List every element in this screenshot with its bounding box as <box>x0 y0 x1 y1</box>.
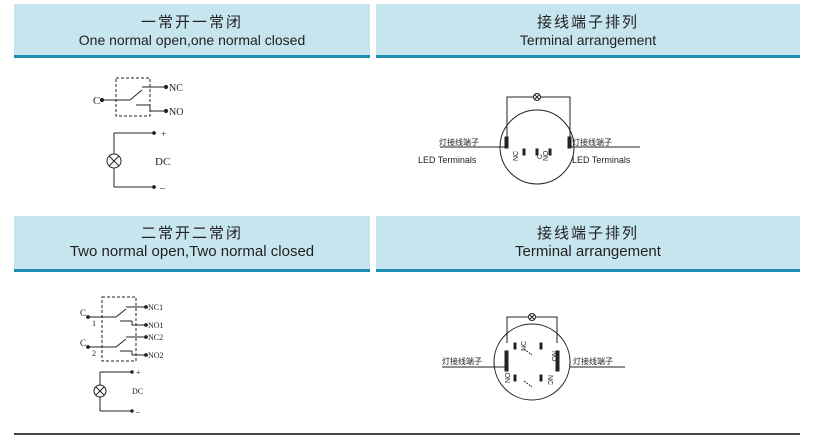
section1-circuit-diagram: C NC NO + – DC <box>93 77 183 194</box>
section1-title-header: 一常开一常闭 One normal open,one normal closed <box>14 4 370 58</box>
pin-nc-bottom: NC <box>546 375 553 385</box>
section2-circuit-diagram: C 1 C 2 NC1 NO1 NC2 NO2 + – DC <box>80 296 164 416</box>
dc-label: DC <box>155 156 170 168</box>
nc2-label: NC2 <box>148 333 163 342</box>
no-label: NO <box>169 107 183 118</box>
right-led-terminal-cn-2: 灯接线端子 <box>573 356 613 366</box>
left-led-terminal-cn-2: 灯接线端子 <box>442 356 482 366</box>
section2-title-cn: 二常开二常闭 <box>140 225 243 242</box>
section1-title-en: One normal open,one normal closed <box>78 32 306 48</box>
left-led-terminal-en: LED Terminals <box>418 155 477 165</box>
section2-title-header: 二常开二常闭 Two normal open,Two normal closed <box>14 216 370 272</box>
c1-number: 1 <box>92 319 96 328</box>
pin-no-bottom: NO <box>505 372 512 383</box>
right-led-terminal-en: LED Terminals <box>572 155 631 165</box>
c2-number: 2 <box>92 349 96 358</box>
nc-label: NC <box>169 83 183 94</box>
left-led-terminal-cn: 灯接线端子 <box>439 137 479 147</box>
pin-no: NO <box>543 150 550 161</box>
right-led-terminal-cn: 灯接线端子 <box>572 137 612 147</box>
section2-title-en: Two normal open,Two normal closed <box>69 243 315 260</box>
section1-arrangement-header: 接线端子排列 Terminal arrangement <box>376 4 800 58</box>
no1-label: NO1 <box>148 321 164 330</box>
section2-arrangement-header: 接线端子排列 Terminal arrangement <box>376 216 800 272</box>
nc1-label: NC1 <box>148 303 163 312</box>
section2-terminal-diagram: 灯接线端子 灯接线端子 NC NO NO NC <box>442 313 625 401</box>
minus-label-2: – <box>135 407 141 416</box>
c2-label: C <box>80 338 86 348</box>
section1-arrangement-cn: 接线端子排列 <box>536 14 639 31</box>
section1-arrangement-en: Terminal arrangement <box>519 32 657 48</box>
plus-label-2: + <box>136 368 141 377</box>
plus-label: + <box>161 129 166 139</box>
pin-nc-top: NC <box>521 341 528 351</box>
c1-label: C <box>80 308 86 318</box>
dc-label-2: DC <box>132 387 143 396</box>
section1-terminal-diagram: 灯接线端子 灯接线端子 LED Terminals LED Terminals … <box>418 93 640 185</box>
no2-label: NO2 <box>148 351 164 360</box>
bottom-divider <box>14 433 800 435</box>
c-label: C <box>93 95 100 107</box>
section2-arrangement-cn: 接线端子排列 <box>536 225 639 242</box>
minus-label: – <box>159 183 166 194</box>
pin-c: C <box>537 154 544 159</box>
section2-arrangement-en: Terminal arrangement <box>515 243 661 260</box>
section1-title-cn: 一常开一常闭 <box>140 14 243 31</box>
pin-nc: NC <box>513 151 520 161</box>
pin-no-top: NO <box>550 351 557 362</box>
